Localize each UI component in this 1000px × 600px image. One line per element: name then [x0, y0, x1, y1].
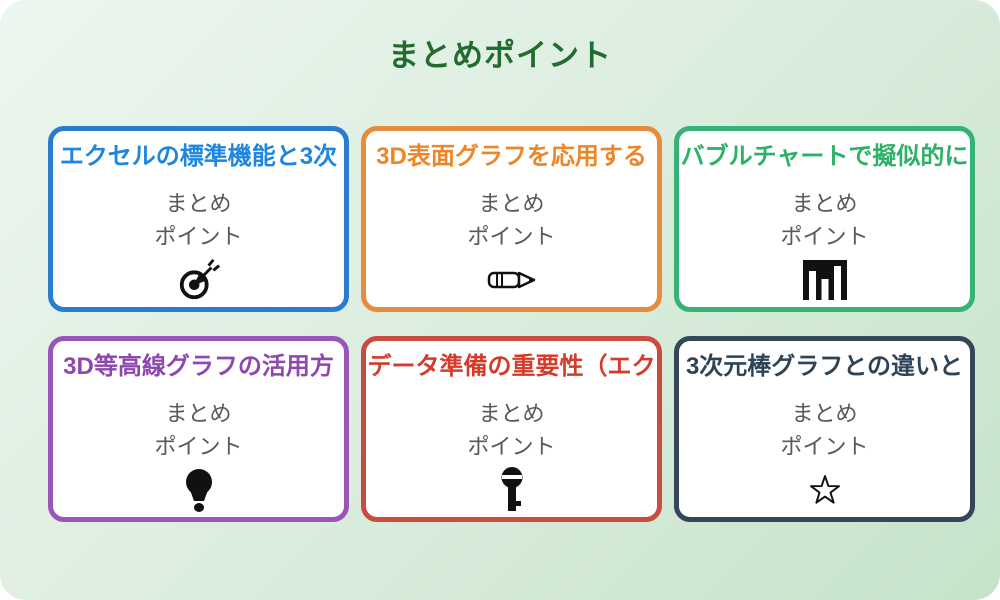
card-title: 3D表面グラフを応用する	[376, 143, 647, 170]
card-subtitle: まとめ ポイント	[467, 397, 555, 463]
subtitle-line: まとめ	[791, 401, 858, 426]
dart-target-icon	[176, 256, 222, 304]
card-3d-contour: 3D等高線グラフの活用方 まとめ ポイント	[48, 336, 349, 522]
card-grid: エクセルの標準機能と3次 まとめ ポイント 3D表面グラフを応用する	[48, 126, 975, 522]
card-subtitle: まとめ ポイント	[780, 397, 868, 463]
card-title: 3次元棒グラフとの違いと	[685, 353, 964, 380]
star-icon	[808, 466, 842, 514]
page-title: まとめポイント	[388, 38, 612, 73]
subtitle-line: まとめ	[791, 191, 858, 216]
lightbulb-icon	[182, 466, 216, 514]
subtitle-line: ポイント	[154, 434, 243, 459]
subtitle-line: まとめ	[165, 191, 232, 216]
card-3d-surface: 3D表面グラフを応用する まとめ ポイント	[361, 126, 662, 312]
subtitle-line: ポイント	[154, 224, 243, 249]
subtitle-line: ポイント	[467, 434, 556, 459]
card-title: 3D等高線グラフの活用方	[63, 353, 334, 380]
card-bubble-chart: バブルチャートで擬似的に まとめ ポイント	[674, 126, 975, 312]
card-data-preparation: データ準備の重要性（エク まとめ ポイント	[361, 336, 662, 522]
card-subtitle: まとめ ポイント	[780, 187, 868, 253]
card-title: バブルチャートで擬似的に	[680, 143, 969, 170]
card-subtitle: まとめ ポイント	[467, 187, 555, 253]
card-3d-bar-difference: 3次元棒グラフとの違いと まとめ ポイント	[674, 336, 975, 522]
subtitle-line: まとめ	[478, 401, 545, 426]
card-title: エクセルの標準機能と3次	[59, 143, 338, 170]
card-title: データ準備の重要性（エク	[367, 353, 656, 380]
card-excel-standard: エクセルの標準機能と3次 まとめ ポイント	[48, 126, 349, 312]
key-icon	[498, 466, 526, 514]
subtitle-line: まとめ	[165, 401, 232, 426]
card-subtitle: まとめ ポイント	[154, 187, 242, 253]
pencil-icon	[486, 256, 538, 304]
subtitle-line: ポイント	[780, 434, 869, 459]
subtitle-line: ポイント	[780, 224, 869, 249]
bar-chart-icon	[802, 256, 847, 304]
subtitle-line: まとめ	[478, 191, 545, 216]
card-subtitle: まとめ ポイント	[154, 397, 242, 463]
subtitle-line: ポイント	[467, 224, 556, 249]
